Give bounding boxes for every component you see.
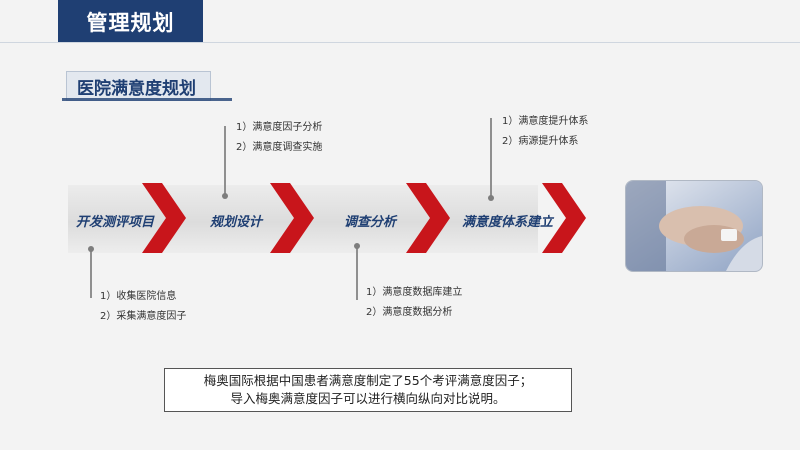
patient-hands-photo xyxy=(625,180,763,272)
stage1-notes: 1）收集医院信息 2）采集满意度因子 xyxy=(100,287,186,327)
page-title: 管理规划 xyxy=(58,0,203,43)
summary-box: 梅奥国际根据中国患者满意度制定了55个考评满意度因子； 导入梅奥满意度因子可以进… xyxy=(164,368,572,412)
stage-label-2: 规划设计 xyxy=(210,215,263,230)
chevron-arrow-icon-2 xyxy=(270,183,314,253)
stage4-notes: 1）满意度提升体系 2）病源提升体系 xyxy=(502,112,588,152)
chevron-arrow-icon-1 xyxy=(142,183,186,253)
subtitle-underline xyxy=(62,98,232,101)
header-divider xyxy=(0,42,800,43)
stage3-notes: 1）满意度数据库建立 2）满意度数据分析 xyxy=(366,283,462,323)
connector-dot-2 xyxy=(222,193,228,199)
chevron-arrow-icon-3 xyxy=(406,183,450,253)
note-item: 2）满意度数据分析 xyxy=(366,307,453,318)
stage-label-1: 开发测评项目 xyxy=(76,215,155,230)
connector-line-4 xyxy=(490,118,492,198)
stage2-notes: 1）满意度因子分析 2）满意度调查实施 xyxy=(236,118,322,158)
connector-dot-3 xyxy=(354,243,360,249)
connector-dot-4 xyxy=(488,195,494,201)
connector-line-2 xyxy=(224,126,226,196)
note-item: 1）满意度数据库建立 xyxy=(366,287,463,298)
connector-line-3 xyxy=(356,246,358,300)
note-item: 1）满意度提升体系 xyxy=(502,116,589,127)
note-item: 2）采集满意度因子 xyxy=(100,311,187,322)
note-item: 1）满意度因子分析 xyxy=(236,122,323,133)
stage-label-4: 满意度体系建立 xyxy=(462,215,554,230)
section-subtitle: 医院满意度规划 xyxy=(66,71,211,101)
stage-label-3: 调查分析 xyxy=(344,215,397,230)
note-item: 2）满意度调查实施 xyxy=(236,142,323,153)
connector-line-1 xyxy=(90,251,92,298)
summary-line-1: 梅奥国际根据中国患者满意度制定了55个考评满意度因子； xyxy=(203,373,533,388)
note-item: 2）病源提升体系 xyxy=(502,136,579,147)
summary-line-2: 导入梅奥满意度因子可以进行横向纵向对比说明。 xyxy=(230,391,506,406)
note-item: 1）收集医院信息 xyxy=(100,291,177,302)
connector-dot-1 xyxy=(88,246,94,252)
chevron-arrow-icon-4 xyxy=(542,183,586,253)
